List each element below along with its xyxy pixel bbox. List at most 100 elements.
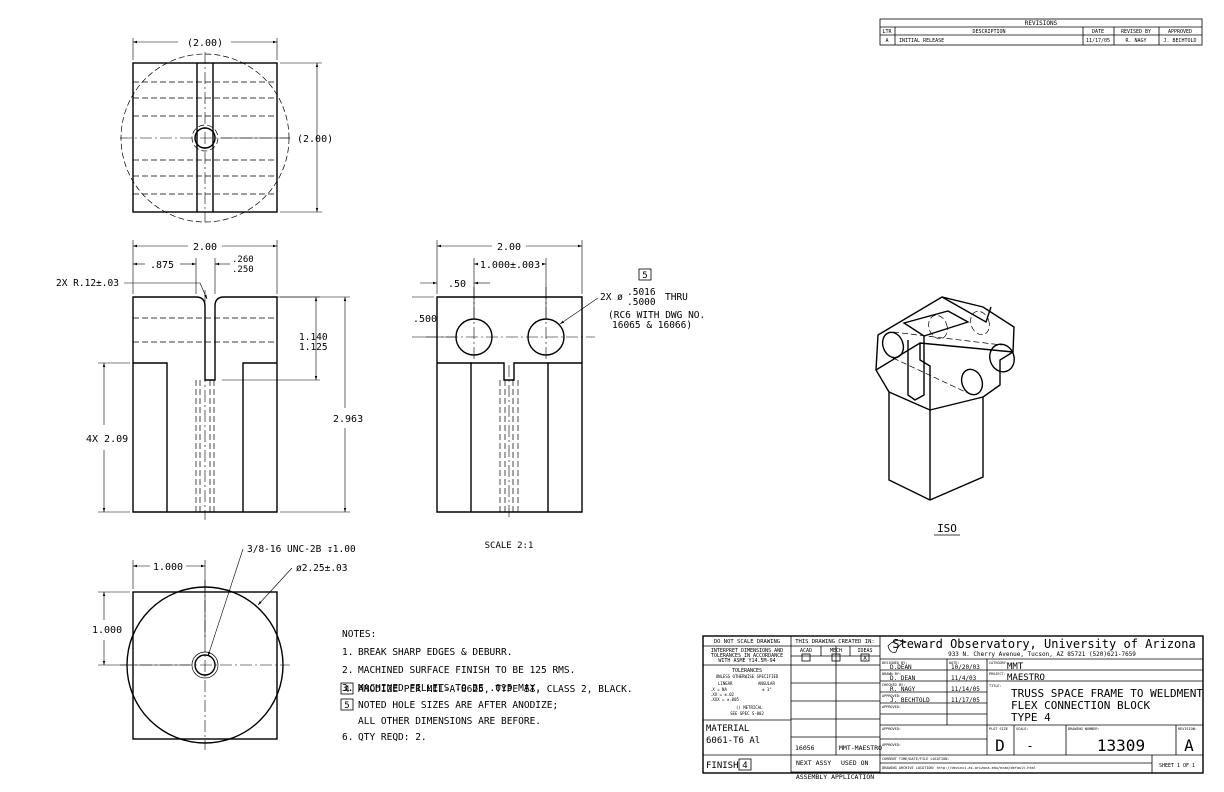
designed-by-label: DESIGNED BY: <box>882 661 907 665</box>
designed-date-label: DATE: <box>949 661 960 665</box>
rev-row-approved: J. BECHTOLD <box>1163 38 1196 44</box>
finish-flag: 4 <box>742 761 747 771</box>
checkbox-ideas <box>860 653 870 662</box>
side-view: 2.00 1.000±.003 .50 .500 5 2X ø .5016 .5… <box>412 240 705 551</box>
sheet-number: SHEET 1 OF 1 <box>1159 763 1195 769</box>
drawing-number-label: DRAWING NUMBER: <box>1068 727 1100 731</box>
material-label: MATERIAL <box>706 724 749 734</box>
approved-by: J. BECHTOLD <box>890 697 930 704</box>
note-3-text: MACHINED FILLETS TO BE .015 MAX. <box>358 683 541 694</box>
note-5-text-cont: ALL OTHER DIMENSIONS ARE BEFORE. <box>358 716 541 727</box>
front-875-dim: .875 <box>150 260 174 271</box>
top-view-height-dim: (2.00) <box>297 134 333 145</box>
note-6-text: QTY REQD: 2. <box>358 732 427 743</box>
front-leg-dim: 4X 2.09 <box>86 434 128 445</box>
checked-by-label: CHECKED BY: <box>882 683 905 687</box>
drawn-by: D. DEAN <box>890 675 916 682</box>
iso-label: ISO <box>937 522 957 535</box>
plot-size-label: PLOT SIZE <box>989 727 1008 731</box>
rev-header-revised-by: REVISED BY <box>1121 29 1151 35</box>
tol-angular: ANGULAR <box>758 681 775 686</box>
tol-xx: .XX = ±.02 <box>710 692 735 697</box>
top-view-width-dim: (2.00) <box>187 38 223 49</box>
title-block: DO NOT SCALE DRAWING INTERPRET DIMENSION… <box>702 635 1204 781</box>
approved-date: 11/17/05 <box>951 697 980 704</box>
rev-header-description: DESCRIPTION <box>972 29 1005 35</box>
tol-metrical: (( METRICAL <box>736 705 763 710</box>
hole-note-flag: 5 <box>642 271 647 281</box>
tol-linear: LINEAR <box>718 681 733 686</box>
front-slot-dim-1: .260 <box>232 255 254 265</box>
note-1-num: 1. <box>342 647 353 658</box>
current-location-label: CURRENT TIME/DATE/FILE LOCATION: <box>882 757 949 761</box>
note-4-flag: 4 <box>344 685 349 695</box>
approved-label: APPROVED: <box>882 694 901 698</box>
do-not-scale: DO NOT SCALE DRAWING <box>714 639 780 645</box>
checked-by: R. NAGY <box>890 686 916 693</box>
created-in-label: THIS DRAWING CREATED IN: <box>795 639 874 645</box>
hole-callout-max: .5016 <box>627 287 656 298</box>
rev-row-date: 11/17/05 <box>1086 38 1110 44</box>
revisions-title: REVISIONS <box>1025 20 1058 27</box>
project: MAESTRO <box>1007 673 1045 683</box>
drawing-title-3: TYPE 4 <box>1011 711 1051 724</box>
scale-tb-label: SCALE: <box>1016 727 1029 731</box>
front-depth-dim-2: 1.125 <box>299 342 328 353</box>
checkbox-acad <box>801 653 811 662</box>
interpret-line-1: INTERPRET DIMENSIONS AND <box>711 648 783 654</box>
iso-view: ISO <box>875 296 1015 536</box>
front-view: 2.00 .875 .260 .250 2X R.12±.03 1.140 1.… <box>56 240 363 520</box>
rev-header-ltr: LTR <box>882 29 892 35</box>
drawing-number: 13309 <box>1097 736 1145 755</box>
finish-label: FINISH <box>706 761 739 771</box>
front-depth-dim-1: 1.140 <box>299 332 328 343</box>
note-1-text: BREAK SHARP EDGES & DEBURR. <box>358 647 512 658</box>
tolerances-title: TOLERANCES <box>732 668 762 674</box>
hole-callout-thru: THRU <box>665 292 688 303</box>
rev-row-ltr: A <box>885 38 888 44</box>
approved-label-2: APPROVED: <box>882 705 901 709</box>
checkbox-ideas-mark: X <box>863 655 867 662</box>
note-2-num: 2. <box>342 665 353 676</box>
software-mech: MECH <box>830 648 842 654</box>
next-assy-number: 16056 <box>795 744 815 752</box>
tol-see-spec: SEE SPEC S-002 <box>730 711 764 716</box>
front-slot-dim-2: .250 <box>232 265 254 275</box>
scale-tb-value: - <box>1026 739 1033 753</box>
revisions-table: REVISIONS LTR DESCRIPTION DATE REVISED B… <box>879 18 1203 46</box>
approved-label-3: APPROVED: <box>882 727 901 731</box>
hole-callout-prefix: 2X ø <box>600 292 623 303</box>
scale-label: SCALE 2:1 <box>485 541 534 551</box>
rev-header-approved: APPROVED <box>1168 29 1192 35</box>
assembly-application-label: ASSEMBLY APPLICATION <box>796 773 874 781</box>
tolerances-unless: UNLESS OTHERWISE SPECIFIED <box>716 674 779 679</box>
hole-callout-min: .5000 <box>627 297 656 308</box>
side-500-dim: .500 <box>413 314 437 325</box>
notes: NOTES: 1. BREAK SHARP EDGES & DEBURR. 2.… <box>340 629 633 743</box>
tol-xxx: .XXX = ±.005 <box>710 697 739 702</box>
side-50-dim: .50 <box>448 279 466 290</box>
title-label: TITLE: <box>989 684 1002 688</box>
rev-row-revised-by: R. NAGY <box>1125 38 1146 44</box>
front-radius-callout: 2X R.12±.03 <box>56 278 119 289</box>
rev-row-description: INITIAL RELEASE <box>899 38 944 44</box>
rev-header-date: DATE <box>1092 29 1104 35</box>
revision-label: REVISION: <box>1178 727 1197 731</box>
side-spacing-dim: 1.000±.003 <box>480 260 540 271</box>
note-2-text: MACHINED SURFACE FINISH TO BE 125 RMS. <box>358 665 575 676</box>
drawn-date: 11/4/03 <box>951 675 977 682</box>
drawn-by-label: DRAWN BY: <box>882 672 901 676</box>
designed-by: D.DEAN <box>890 664 912 671</box>
archive-location-label: DRAWING ARCHIVE LOCATION: http://devinci… <box>882 766 1036 770</box>
drawing-title-2: FLEX CONNECTION BLOCK <box>1011 699 1150 712</box>
checked-date: 11/14/05 <box>951 686 980 693</box>
organization-name: Steward Observatory, University of Arizo… <box>892 637 1195 651</box>
category: MMT <box>1007 662 1024 672</box>
category-label: CATEGORY: <box>989 661 1008 665</box>
tol-x: .X = NA <box>710 687 727 692</box>
software-ideas: IDEAS <box>857 648 872 654</box>
side-width-dim: 2.00 <box>497 242 521 253</box>
next-assy-name: MMT-MAESTRO <box>839 744 882 752</box>
plot-size: D <box>995 736 1005 755</box>
